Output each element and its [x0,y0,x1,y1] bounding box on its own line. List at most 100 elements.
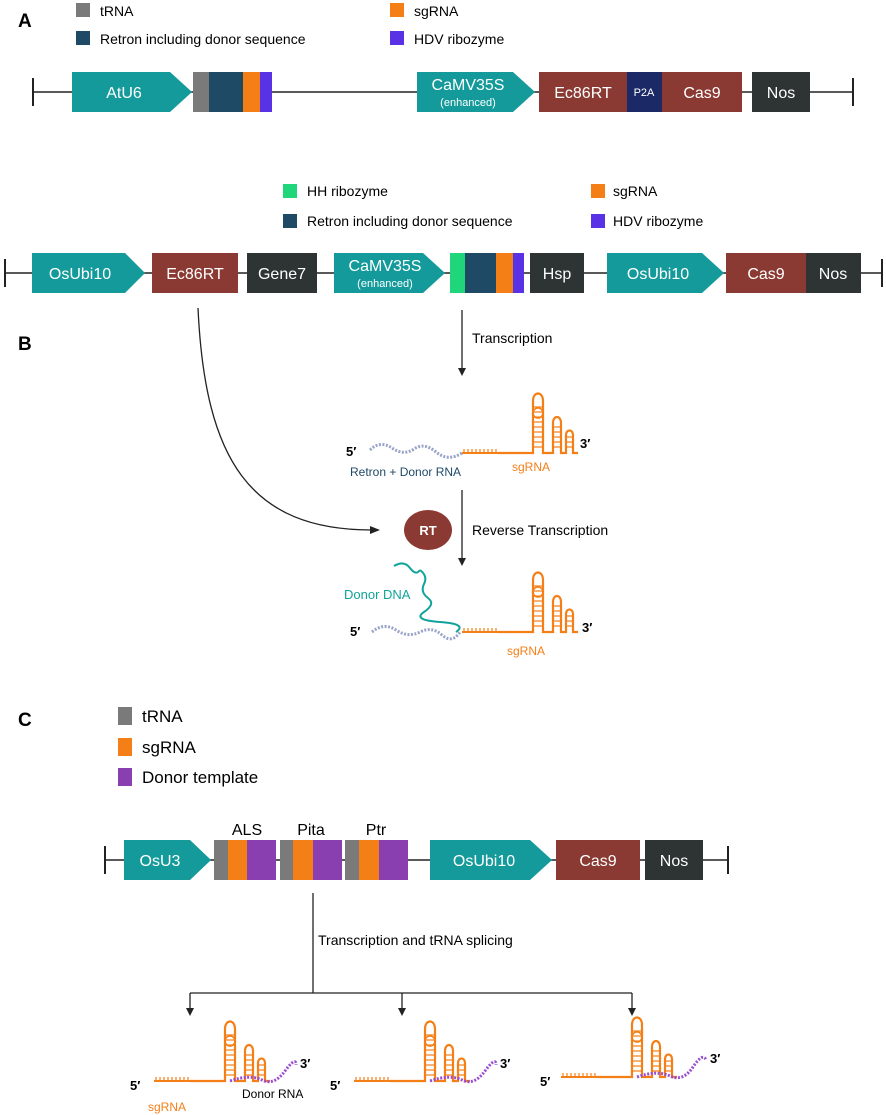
terminator-gene7-label: Gene7 [258,266,306,283]
three-prime-label-2: 3′ [582,620,592,635]
block-sgrna [243,72,260,112]
retron-donor-rna-label: Retron + Donor RNA [350,465,461,479]
p2a-label: P2A [634,87,655,99]
reverse-transcription-arrow [458,490,466,566]
sgrna-label-1: sgRNA [512,460,550,474]
legend-label-donor: Donor template [142,768,258,787]
block-hdv-2 [513,253,524,293]
block-hdv [260,72,272,112]
five-prime-c2: 5′ [330,1078,340,1093]
target-ptr-label: Ptr [366,822,387,839]
gene-cas9 [662,72,742,112]
terminator-nos-2 [806,253,861,293]
transcript-cdna [371,562,580,641]
promoter-camv35s-label: CaMV35S [432,77,505,94]
gene-cas9-label: Cas9 [683,85,720,102]
panel-a-letter: A [18,11,32,32]
reverse-transcription-label: Reverse Transcription [472,522,608,538]
three-prime-c3: 3′ [710,1051,720,1066]
gene-cas9-2-label: Cas9 [747,266,784,283]
terminator-nos-label: Nos [767,85,795,102]
product-rna-1 [152,1020,298,1084]
legend-swatch-trna [76,3,90,17]
legend-label-hdv: HDV ribozyme [414,31,504,47]
block-sgrna-c1 [228,840,247,880]
gene-ec86rt-2 [152,253,238,293]
legend-label-retron: Retron including donor sequence [100,31,306,47]
promoter-osubi10-c [430,840,552,880]
promoter-osubi10-1 [32,253,145,293]
legend-label-hdv-2: HDV ribozyme [613,213,703,229]
panel-c-letter: C [18,710,32,731]
block-retron [209,72,243,112]
legend-label-sgrna-2: sgRNA [613,183,658,199]
block-sgrna-c2 [293,840,313,880]
promoter-atu6-label: AtU6 [106,85,142,102]
target-als-label: ALS [232,822,262,839]
promoter-osubi10-2-label: OsUbi10 [627,266,689,283]
promoter-enhanced-2-label: (enhanced) [357,278,413,290]
panel-b-letter: B [18,334,32,355]
transcription-arrow [458,310,466,376]
five-prime-c1: 5′ [130,1078,140,1093]
block-donor-c2 [313,840,342,880]
donor-dna-label: Donor DNA [344,587,411,602]
donor-rna-label-c: Donor RNA [242,1087,303,1101]
legend-label-trna: tRNA [100,3,134,19]
block-trna-c1 [214,840,228,880]
block-trna-c2 [280,840,293,880]
legend-swatch-sgrna [390,3,404,17]
rt-label: RT [419,523,436,538]
terminator-nos [752,72,810,112]
five-prime-label-1: 5′ [346,444,356,459]
legend-label-trna-c: tRNA [142,707,183,726]
terminator-nos-2-label: Nos [819,266,847,283]
gene-ec86rt-label: Ec86RT [554,85,612,102]
splicing-label: Transcription and tRNA splicing [318,932,513,948]
block-retron-2 [465,253,496,293]
promoter-osubi10-c-label: OsUbi10 [453,853,515,870]
terminator-gene7 [247,253,317,293]
gene-cas9-c-label: Cas9 [579,853,616,870]
legend-swatch-retron [76,31,90,45]
promoter-osubi10-2 [607,253,724,293]
construct-a2: OsUbi10 Ec86RT Gene7 CaMV35S (enhanced) … [4,253,883,293]
block-sgrna-2 [496,253,513,293]
rt-expression-arrow [197,307,380,534]
promoter-enhanced-label: (enhanced) [440,97,496,109]
promoter-osubi10-1-label: OsUbi10 [49,266,111,283]
terminator-hsp-label: Hsp [543,266,572,283]
legend-label-sgrna: sgRNA [414,3,459,19]
promoter-camv35s-2 [334,253,445,293]
product-rna-2 [352,1020,498,1084]
terminator-nos-c-label: Nos [660,853,688,870]
sgrna-label-2: sgRNA [507,644,545,658]
transcription-label: Transcription [472,330,552,346]
promoter-atu6 [72,72,192,112]
legend-swatch-trna-c [118,707,132,725]
product-rna-3 [559,1016,708,1080]
legend-swatch-retron-2 [283,214,297,228]
promoter-camv35s-2-label: CaMV35S [349,258,422,275]
legend-swatch-hh [283,184,297,198]
terminator-nos-c [645,840,703,880]
target-pita-label: Pita [297,822,325,839]
rt-enzyme [404,510,452,550]
block-donor-c1 [247,840,276,880]
terminator-hsp [530,253,584,293]
block-trna-c3 [345,840,359,880]
five-prime-c3: 5′ [540,1074,550,1089]
block-sgrna-c3 [359,840,379,880]
five-prime-label-2: 5′ [350,624,360,639]
promoter-osu3 [124,840,211,880]
p2a [627,72,662,112]
legend-swatch-hdv [390,31,404,45]
legend-swatch-donor [118,768,132,786]
legend-swatch-hdv-2 [591,214,605,228]
promoter-camv35s [417,72,535,112]
construct-a: AtU6 CaMV35S (enhanced) Ec86RT P2A Cas9 … [32,72,854,112]
legend-label-hh: HH ribozyme [307,183,388,199]
three-prime-c1: 3′ [300,1056,310,1071]
block-donor-c3 [379,840,408,880]
